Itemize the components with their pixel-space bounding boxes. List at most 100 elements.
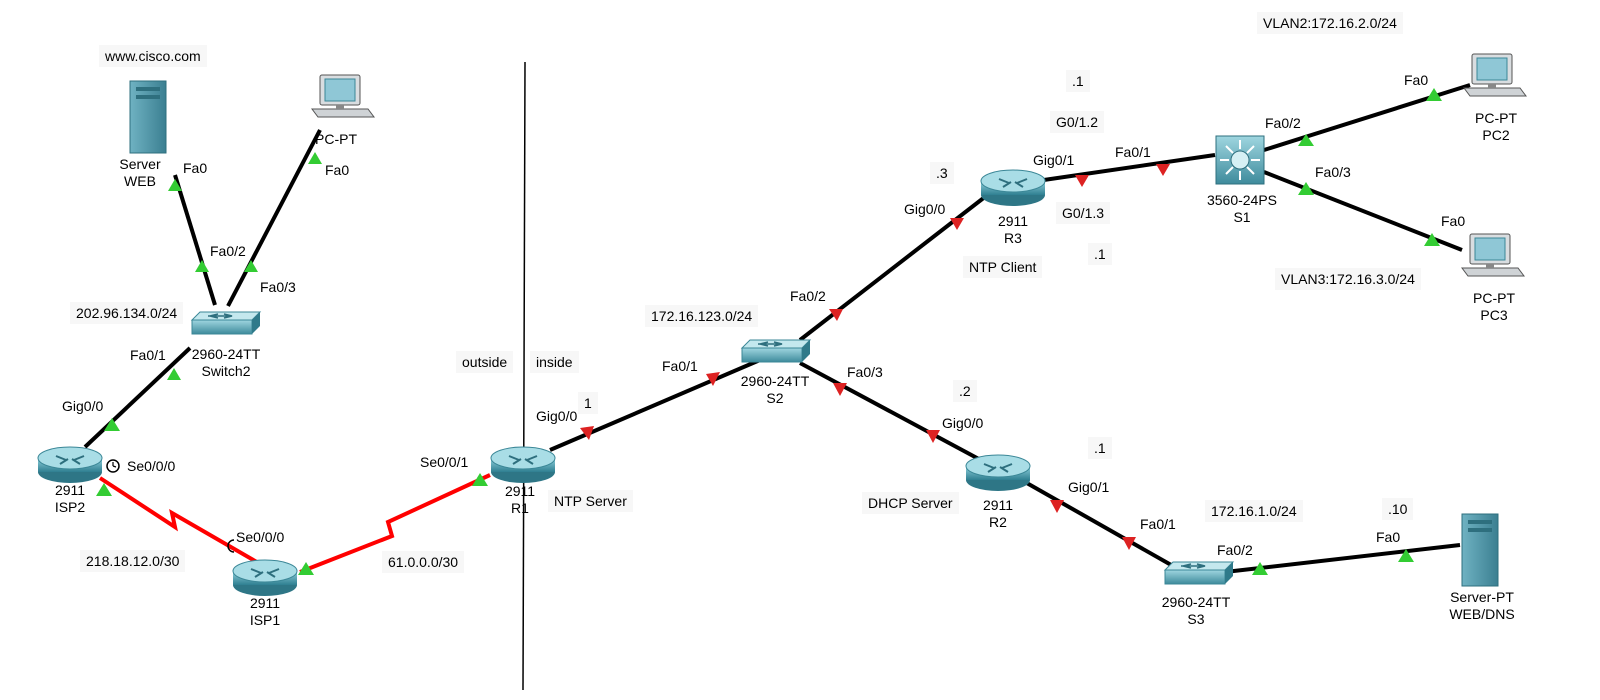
- note-dot1: .1: [1088, 243, 1112, 265]
- link-switch2-isp2: [83, 346, 192, 449]
- note-g0-1-2: G0/1.2: [1050, 111, 1105, 133]
- link-r3-s1: [1029, 153, 1216, 184]
- status-down: [1156, 164, 1170, 176]
- note-net-218: 218.18.12.0/30: [80, 550, 186, 572]
- clock-icon: [227, 539, 235, 553]
- status-down: [829, 309, 843, 321]
- status-up: [244, 260, 258, 272]
- link-pc-switch2: [226, 129, 322, 307]
- status-up: [195, 260, 209, 272]
- port-label: Gig0/0: [904, 201, 946, 217]
- port-label: Se0/0/0: [236, 529, 285, 545]
- switch-icon[interactable]: [741, 339, 811, 363]
- link-status-indicators: [96, 88, 1442, 575]
- status-down: [926, 430, 940, 443]
- note-vlan3: VLAN3:172.16.3.0/24: [1275, 268, 1421, 290]
- note-dot1: .1: [1066, 70, 1090, 92]
- note-net-202: 202.96.134.0/24: [70, 302, 184, 324]
- link-r1-s2: [549, 358, 761, 452]
- note-outside: outside: [456, 351, 514, 373]
- note-dot10: .10: [1382, 498, 1414, 520]
- link-s2-r3: [798, 191, 992, 342]
- port-label: Se0/0/1: [420, 454, 469, 470]
- note-vlan2: VLAN2:172.16.2.0/24: [1257, 12, 1403, 34]
- clock-icon: [106, 459, 120, 473]
- port-label: Gig0/1: [1068, 479, 1110, 495]
- note-cisco: www.cisco.com: [99, 45, 207, 67]
- port-label: Fa0/1: [1115, 144, 1151, 160]
- outside-inside-divider: [522, 61, 526, 691]
- links: [83, 83, 1471, 574]
- pc-icon[interactable]: [1463, 53, 1527, 97]
- link-s2-r2: [799, 361, 991, 467]
- port-label: Gig0/0: [942, 415, 984, 431]
- status-up: [472, 473, 488, 486]
- status-up: [167, 368, 181, 380]
- router-icon[interactable]: [980, 169, 1046, 207]
- port-label: Fa0/2: [1217, 542, 1253, 558]
- port-label: Fa0: [1376, 529, 1401, 545]
- router-icon[interactable]: [232, 559, 298, 597]
- note-r1-1: 1: [578, 392, 598, 414]
- status-down: [1075, 175, 1089, 187]
- status-down: [833, 383, 847, 396]
- status-down: [1122, 537, 1136, 550]
- status-up: [1252, 562, 1268, 575]
- port-label: Fa0/1: [1140, 516, 1176, 532]
- router-icon[interactable]: [490, 446, 556, 484]
- pc-icon[interactable]: [311, 74, 375, 118]
- status-up: [298, 562, 314, 575]
- note-g0-1-3: G0/1.3: [1056, 202, 1111, 224]
- port-label: Fa0/2: [210, 243, 246, 259]
- port-label: Gig0/0: [62, 398, 104, 414]
- l3switch-icon[interactable]: [1215, 135, 1265, 185]
- pc-icon[interactable]: [1461, 233, 1525, 277]
- switch-icon[interactable]: [1164, 561, 1234, 585]
- router-icon[interactable]: [37, 446, 103, 484]
- port-label: Gig0/1: [1033, 152, 1075, 168]
- server-icon[interactable]: [1461, 513, 1499, 587]
- port-label: Fa0/3: [847, 364, 883, 380]
- link-isp1-r1-serial: [299, 473, 491, 574]
- port-label: Gig0/0: [536, 408, 578, 424]
- port-label: Fa0/3: [260, 279, 296, 295]
- note-ntp-server: NTP Server: [548, 490, 633, 512]
- port-label: Fa0: [325, 162, 350, 178]
- port-label: Fa0/2: [790, 288, 826, 304]
- status-down: [950, 218, 964, 230]
- status-up: [96, 483, 112, 496]
- status-up: [1426, 88, 1442, 101]
- device-label-pc: PC-PT: [315, 131, 357, 147]
- port-label: Fa0/3: [1315, 164, 1351, 180]
- note-dot3: .3: [930, 162, 954, 184]
- status-up: [104, 418, 120, 431]
- link-web-switch2: [173, 174, 217, 306]
- switch-icon[interactable]: [191, 311, 261, 335]
- status-up: [1298, 134, 1314, 146]
- port-label: Fa0/2: [1265, 115, 1301, 131]
- status-up: [1298, 182, 1314, 195]
- port-label: Fa0: [1404, 72, 1429, 88]
- link-s3-server: [1224, 543, 1461, 574]
- note-dot1: .1: [1088, 437, 1112, 459]
- note-net-61: 61.0.0.0/30: [382, 551, 465, 573]
- router-icon[interactable]: [965, 454, 1031, 492]
- note-ntp-client: NTP Client: [963, 256, 1043, 278]
- status-up: [308, 152, 322, 164]
- link-s1-pc3: [1263, 170, 1463, 252]
- note-dhcp-server: DHCP Server: [862, 492, 959, 514]
- server-icon[interactable]: [129, 80, 167, 154]
